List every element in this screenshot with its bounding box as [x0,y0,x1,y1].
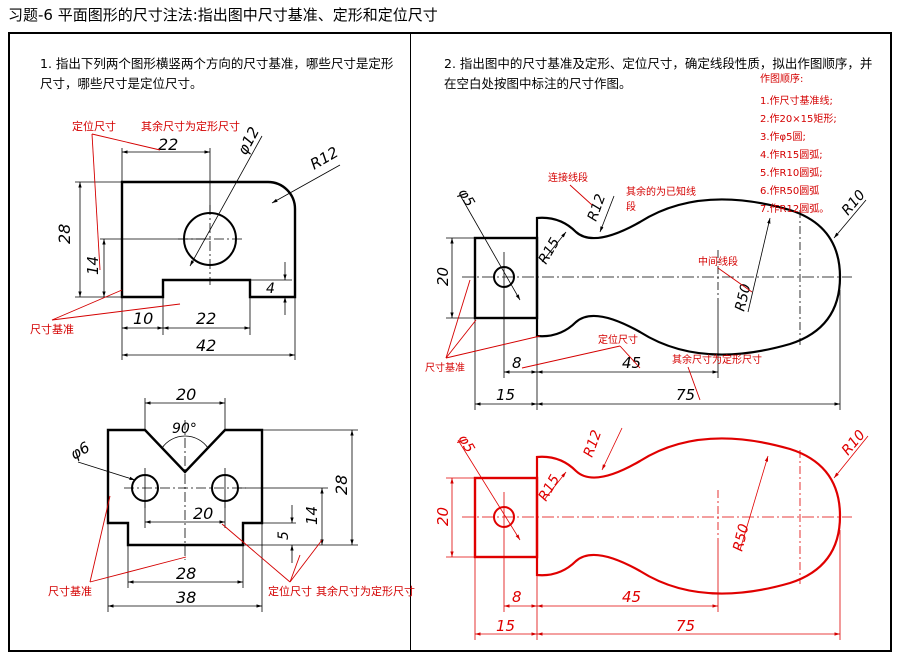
order-step-4: 4.作R15圆弧; [760,148,823,161]
handle-dim-r50: R50 [732,282,754,313]
fig2-dim-phi6: φ6 [67,438,93,463]
fig1-dim-28: 28 [55,224,74,244]
handle-red-profile [535,437,842,595]
fig1-dim-r12: R12 [307,143,342,173]
handle-dim-r15: R15 [536,235,564,267]
handle-red-dim-r10: R10 [839,427,869,458]
page-title: 习题-6 平面图形的尺寸注法:指出图中尺寸基准、定形和定位尺寸 [8,6,438,24]
annot-known-2: 段 [626,200,636,213]
annot-shape: 其余尺寸为定形尺寸 [672,353,762,366]
fig1-locate-label: 定位尺寸 [72,119,116,133]
handle-dim-45: 45 [622,354,641,372]
fig2-dim-14: 14 [303,506,321,525]
right-question-line1: 2. 指出图中的尺寸基准及定形、定位尺寸，确定线段性质，拟出作图顺序，并 [444,56,873,71]
fig1-dim-22-top: 22 [158,135,178,154]
order-step-1: 1.作尺寸基准线; [760,94,833,107]
handle-drawing-black: φ5 R15 R12 R10 R50 20 8 45 15 75 连接线段 [425,72,869,410]
handle-red-dim-phi5: φ5 [455,432,478,456]
fig2-dim-20-mid: 20 [193,504,213,523]
handle-red-dim-r15: R15 [536,472,564,504]
fig1-dim-22-bottom: 22 [196,309,216,328]
fig2-shape-label: 其余尺寸为定形尺寸 [316,584,415,598]
handle-dim-r10: R10 [839,187,869,218]
handle-red-dim-8: 8 [512,588,522,606]
fig2-datum-label: 尺寸基准 [48,584,92,598]
figure-2: 20 90° φ6 20 28 14 5 28 38 尺寸 [48,385,415,612]
handle-dim-75: 75 [676,386,695,404]
handle-red-dim-r50: R50 [730,522,752,553]
fig1-dim-14: 14 [84,256,102,275]
order-step-5: 5.作R10圆弧; [760,166,823,179]
handle-profile [535,198,842,356]
order-step-3: 3.作φ5圆; [760,131,806,143]
fig2-locate-label: 定位尺寸 [268,584,312,598]
handle-dim-8: 8 [512,354,522,372]
fig2-dim-28-horizontal: 28 [176,564,196,583]
left-question-line1: 1. 指出下列两个图形横竖两个方向的尺寸基准，哪些尺寸是定形 [40,56,394,71]
handle-drawing-red: φ5 R15 R12 R10 R50 20 8 45 15 75 [434,427,869,640]
handle-red-dim-75: 75 [676,617,695,635]
fig2-dim-5: 5 [276,531,292,540]
fig1-dim-42: 42 [196,336,216,355]
order-step-2: 2.作20×15矩形; [760,112,837,125]
order-step-7: 7.作R12圆弧。 [760,202,829,215]
fig1-outline [120,180,297,299]
order-title: 作图顺序: [760,72,803,85]
fig2-dim-28-vertical: 28 [332,475,351,495]
fig1-shape-label: 其余尺寸为定形尺寸 [141,119,240,133]
fig1-dim-10: 10 [133,309,153,328]
handle-rect [473,236,539,320]
fig1-datum-label: 尺寸基准 [30,322,74,336]
fig2-outline [106,428,264,547]
handle-dim-20: 20 [434,267,452,286]
handle-red-dim-15: 15 [496,617,515,635]
annot-known: 其余的为已知线 [626,185,696,198]
handle-red-dim-r12: R12 [581,428,605,459]
handle-red-dim-45: 45 [622,588,641,606]
annot-locate: 定位尺寸 [598,333,638,346]
annot-connect: 连接线段 [548,171,588,184]
handle-red-dim-20: 20 [434,507,452,526]
fig2-dim-angle: 90° [172,421,197,437]
fig2-dim-20-top: 20 [176,385,196,404]
right-question-line2: 在空白处按图中标注的尺寸作图。 [444,76,632,91]
order-step-6: 6.作R50圆弧 [760,184,819,197]
worksheet-frame [8,32,892,652]
column-divider [410,32,411,652]
annot-datum: 尺寸基准 [425,361,465,374]
left-question-line2: 尺寸，哪些尺寸是定位尺寸。 [40,76,203,91]
handle-dim-phi5: φ5 [455,186,478,210]
fig1-dim-4: 4 [266,281,275,297]
handle-dim-15: 15 [496,386,515,404]
fig2-dim-38: 38 [176,588,196,607]
annot-middle: 中间线段 [698,255,738,268]
figure-1: 22 φ12 R12 28 14 4 10 22 42 定位尺寸 其余尺寸为定形… [30,119,342,360]
